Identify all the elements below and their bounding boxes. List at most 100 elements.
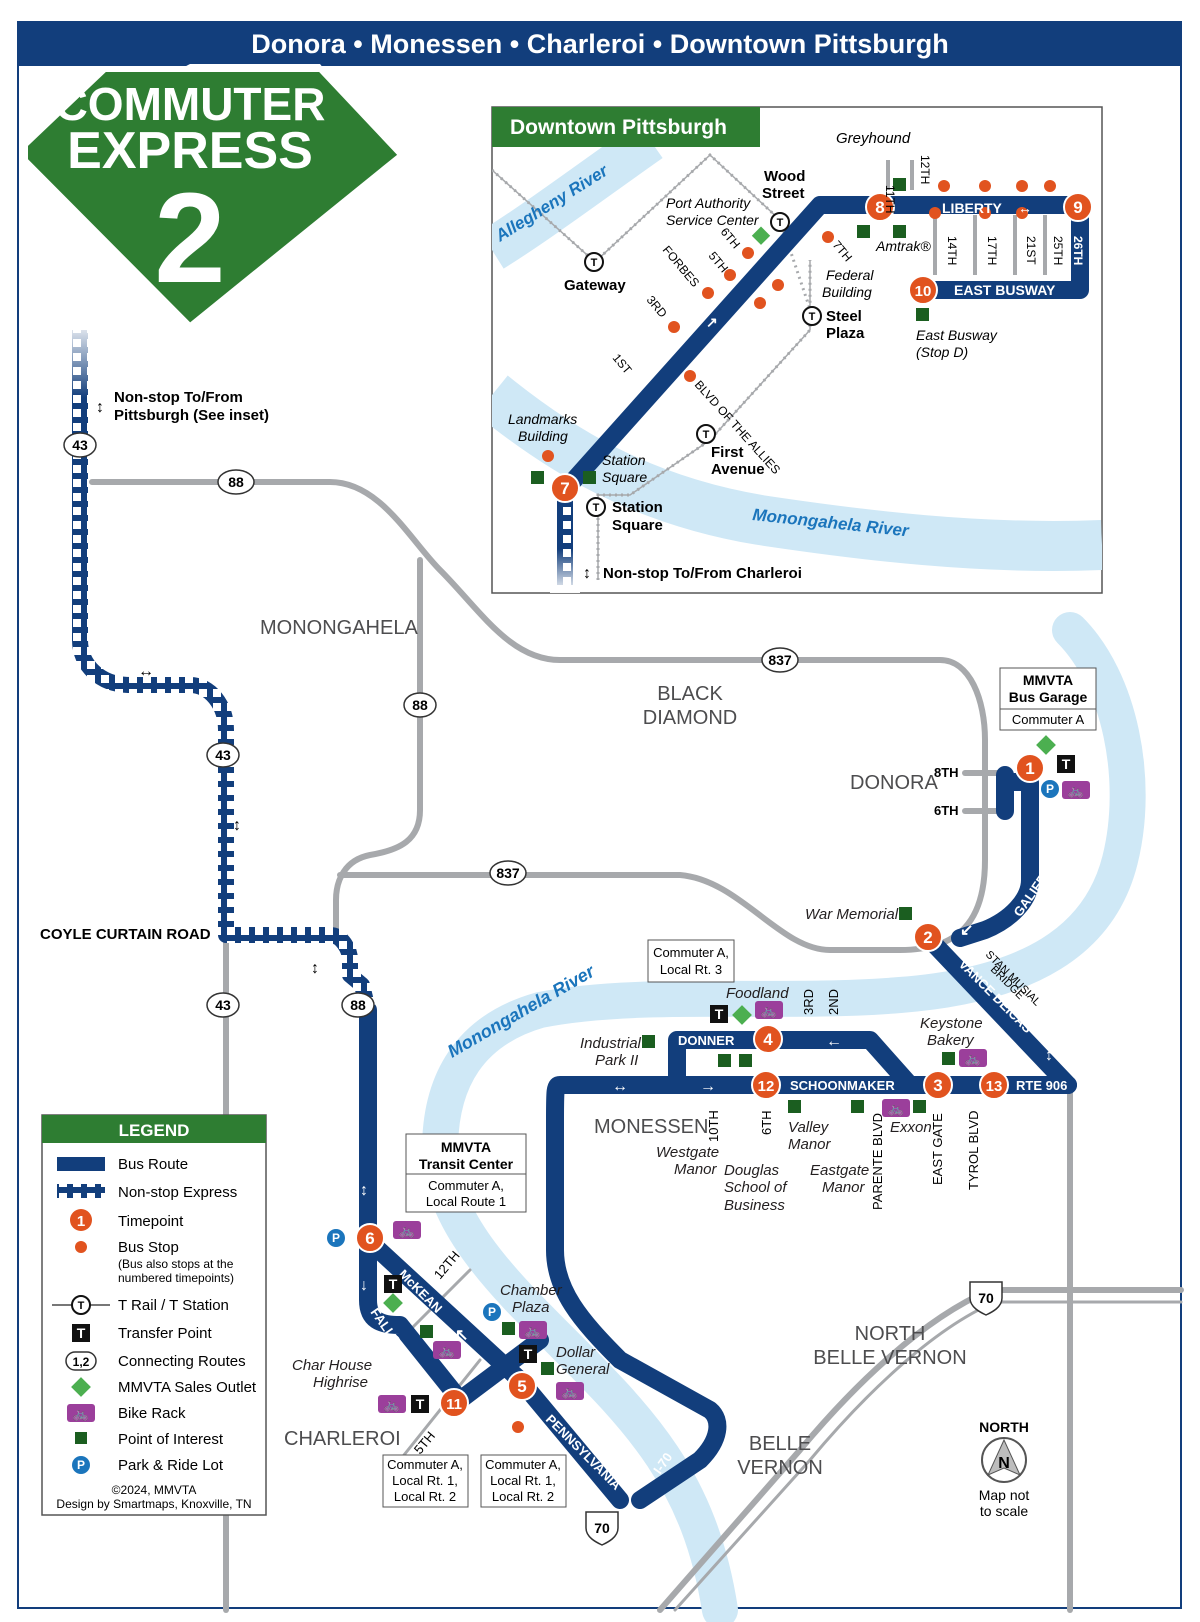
timepoint-6: 6 <box>355 1223 385 1253</box>
svg-text:War Memorial: War Memorial <box>805 906 899 923</box>
bike-rack-garage: 🚲 <box>1062 781 1090 799</box>
svg-text:Avenue: Avenue <box>711 461 765 478</box>
svg-text:Westgate: Westgate <box>656 1144 719 1161</box>
svg-text:Non-stop To/From Charleroi: Non-stop To/From Charleroi <box>603 565 802 582</box>
svg-text:837: 837 <box>496 865 520 881</box>
bike-rack-chamber: 🚲 <box>519 1321 547 1339</box>
svg-text:12TH: 12TH <box>918 155 932 184</box>
inset-title-tab <box>492 107 760 147</box>
shield-i70-b: 70 <box>585 1511 619 1546</box>
svg-text:T: T <box>591 257 598 269</box>
timepoint-13: 13 <box>979 1070 1009 1100</box>
legend-timepoint: Timepoint <box>118 1213 184 1230</box>
legend-nonstop-swatch <box>57 1184 105 1198</box>
inset-pois <box>531 178 929 484</box>
arrow-express-1: ↔ <box>138 663 154 680</box>
svg-text:4: 4 <box>763 1030 773 1049</box>
svg-text:Wood: Wood <box>764 168 805 185</box>
nonstop-express <box>72 330 376 1012</box>
svg-text:↓: ↓ <box>360 1277 368 1294</box>
badge-title-1: COMMUTER <box>55 78 326 130</box>
svg-text:26TH: 26TH <box>1071 236 1085 265</box>
legend-bus-stop: Bus Stop <box>118 1239 179 1256</box>
poi-war-memorial <box>899 907 912 920</box>
shield-88-b: 88 <box>403 692 437 718</box>
svg-text:🚲: 🚲 <box>965 1051 981 1066</box>
arrow-express-3: ↕ <box>311 960 319 977</box>
svg-text:12: 12 <box>758 1078 775 1095</box>
svg-text:Local Route 1: Local Route 1 <box>426 1194 506 1209</box>
svg-text:Douglas: Douglas <box>724 1162 780 1179</box>
svg-text:Business: Business <box>724 1197 785 1214</box>
svg-text:Federal: Federal <box>826 267 874 283</box>
legend-bus-route-swatch <box>57 1157 105 1171</box>
svg-text:1: 1 <box>1025 759 1034 778</box>
callout-5: Commuter A, Local Rt. 1, Local Rt. 2 <box>480 1454 567 1508</box>
svg-text:Commuter A,: Commuter A, <box>428 1178 504 1193</box>
timepoint-4: 4 <box>753 1024 783 1054</box>
north-label: NORTH <box>979 1419 1029 1435</box>
legend-connecting-icon <box>65 1351 97 1371</box>
svg-text:T: T <box>703 429 710 441</box>
shield-88-c: 88 <box>341 992 375 1018</box>
svg-text:LIBERTY: LIBERTY <box>942 200 1003 216</box>
label-3rd: 3RD <box>801 989 816 1015</box>
svg-text:T: T <box>777 217 784 229</box>
place-black-diamond-2: DIAMOND <box>643 707 737 729</box>
svg-text:🚲: 🚲 <box>761 1003 777 1018</box>
timepoint-5: 5 <box>507 1371 537 1401</box>
legend-t-station: T Rail / T Station <box>118 1297 229 1314</box>
svg-text:Street: Street <box>762 185 805 202</box>
svg-text:MMVTA: MMVTA <box>1023 672 1073 688</box>
label-eastgate: EAST GATE <box>930 1113 945 1185</box>
poi-industrial <box>642 1035 655 1048</box>
svg-text:Station: Station <box>612 499 663 516</box>
svg-text:Local Rt. 1,: Local Rt. 1, <box>490 1473 556 1488</box>
inset-title: Downtown Pittsburgh <box>510 116 727 139</box>
place-donora: DONORA <box>850 772 938 794</box>
svg-text:↗: ↗ <box>706 314 718 330</box>
bike-rack-exxon: 🚲 <box>882 1099 910 1117</box>
svg-text:1,2: 1,2 <box>73 1355 90 1369</box>
svg-text:Commuter A: Commuter A <box>1012 712 1085 727</box>
inset-timepoints: 7 8 9 10 <box>550 192 1093 503</box>
svg-text:5: 5 <box>517 1377 526 1396</box>
svg-text:Park II: Park II <box>595 1052 638 1069</box>
nonstop-note-1: Non-stop To/From <box>114 389 243 406</box>
legend-title: LEGEND <box>119 1121 190 1140</box>
svg-text:Amtrak®: Amtrak® <box>875 238 931 254</box>
label-8th: 8TH <box>934 765 959 780</box>
timepoints-main: 1 2 3 4 5 6 11 12 13 <box>355 753 1045 1418</box>
svg-text:↔: ↔ <box>1018 200 1032 216</box>
svg-text:🚲: 🚲 <box>439 1343 455 1358</box>
place-north-belle-vernon-2: BELLE VERNON <box>813 1347 966 1369</box>
svg-text:First: First <box>711 444 744 461</box>
svg-text:←: ← <box>826 1033 842 1050</box>
svg-text:🚲: 🚲 <box>1068 783 1084 798</box>
svg-text:🚲: 🚲 <box>384 1397 400 1412</box>
svg-text:Local Rt. 2: Local Rt. 2 <box>394 1489 456 1504</box>
svg-text:Keystone: Keystone <box>920 1015 983 1032</box>
legend-bus-route: Bus Route <box>118 1156 188 1173</box>
svg-text:Commuter A,: Commuter A, <box>387 1457 463 1472</box>
svg-text:P: P <box>1046 782 1054 796</box>
coyle-curtain-road: COYLE CURTAIN ROAD <box>40 926 211 943</box>
shield-88-a: 88 <box>217 469 255 495</box>
poi-keystone <box>942 1052 955 1065</box>
svg-text:7: 7 <box>560 479 569 498</box>
svg-text:MMVTA: MMVTA <box>441 1139 491 1155</box>
poi-eastgate <box>851 1100 864 1113</box>
svg-text:↕: ↕ <box>583 565 591 582</box>
arrow-nonstop-note: ↕ <box>96 399 104 416</box>
svg-text:(Stop D): (Stop D) <box>916 344 968 360</box>
svg-text:Dollar: Dollar <box>556 1344 596 1361</box>
legend-bus-stop-note-1: (Bus also stops at the <box>118 1257 234 1271</box>
nonstop-note-2: Pittsburgh (See inset) <box>114 407 269 424</box>
express-main <box>72 330 376 1012</box>
bike-rack-foodland: 🚲 <box>755 1001 783 1019</box>
transfer-garage: T <box>1057 755 1075 773</box>
main-rivers <box>422 612 1146 1622</box>
svg-text:11TH: 11TH <box>883 185 897 213</box>
north-arrow: NORTH N Map not to scale <box>979 1419 1030 1519</box>
svg-text:Industrial: Industrial <box>580 1035 642 1052</box>
